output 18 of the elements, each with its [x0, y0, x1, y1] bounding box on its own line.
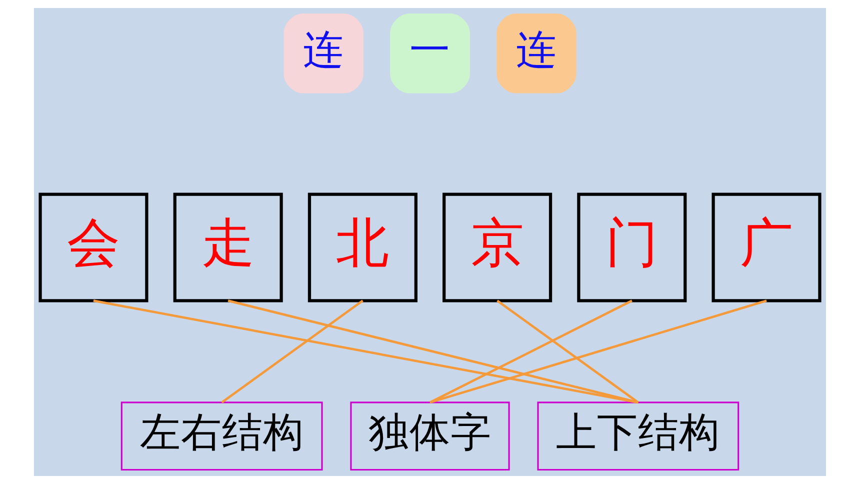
connector [430, 300, 767, 404]
node-box: 广 [712, 192, 822, 302]
node-box: 左右结构 [120, 402, 323, 471]
connector [228, 300, 638, 404]
node-box: 走 [173, 192, 283, 302]
node-box: 京 [442, 192, 552, 302]
connector [221, 300, 364, 404]
node-box: 连 [284, 13, 364, 94]
node-box: 北 [308, 192, 418, 302]
connector [93, 300, 638, 404]
node-box: 连 [496, 13, 576, 94]
node-box: 门 [577, 192, 687, 302]
node-box: 独体字 [350, 402, 510, 471]
connector [496, 300, 639, 404]
node-box: 上下结构 [537, 402, 740, 471]
connector [429, 300, 632, 404]
node-box: 会 [38, 192, 148, 302]
node-box: 一 [390, 13, 470, 94]
